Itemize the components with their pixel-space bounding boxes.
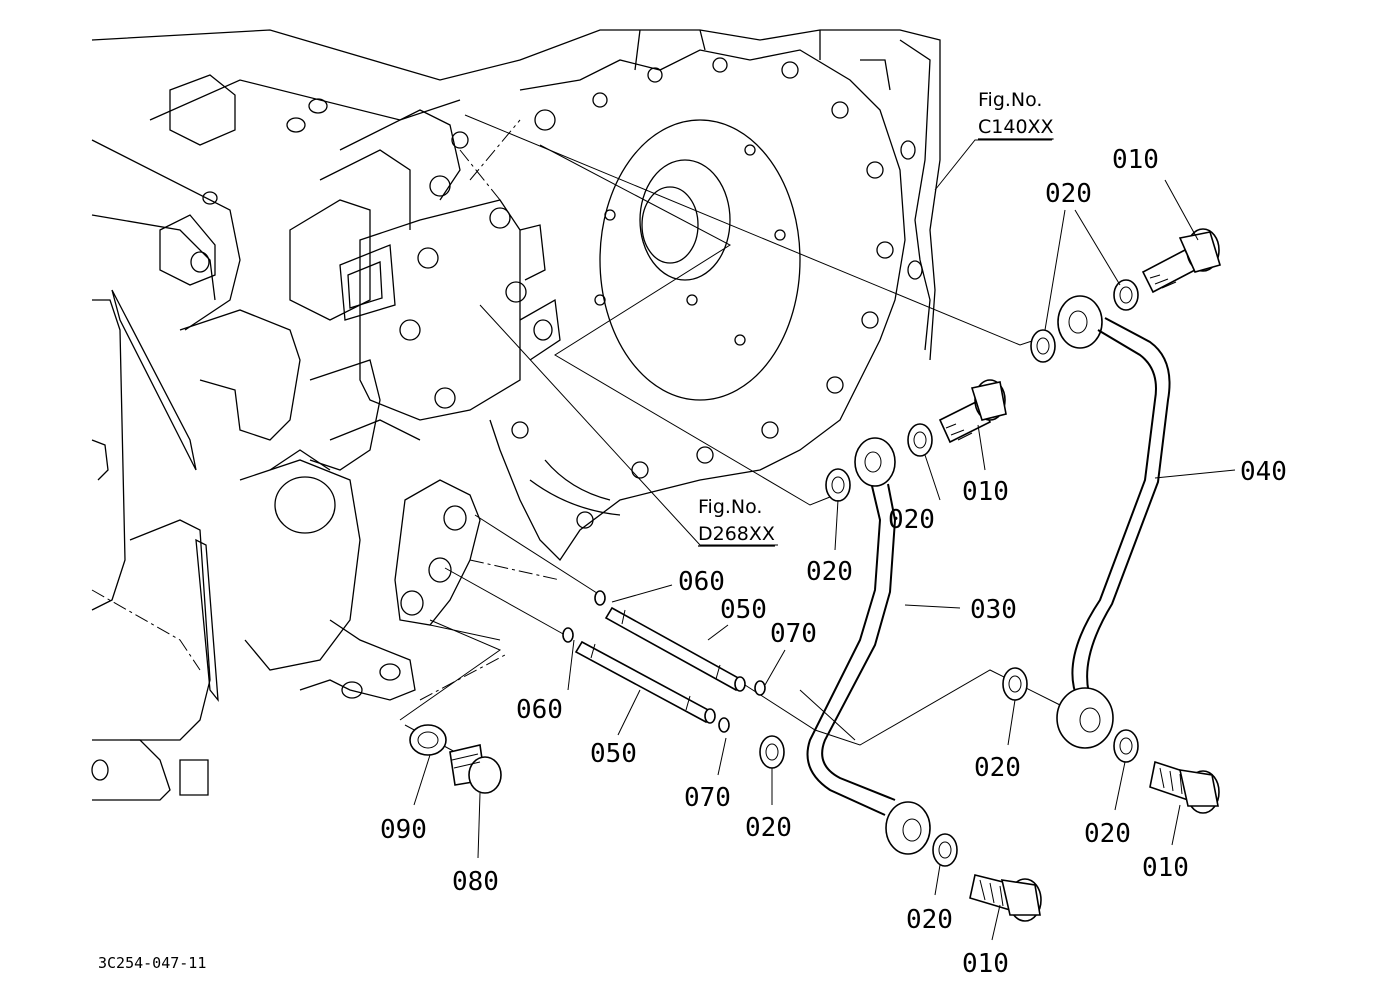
banjo-bolt-010-a bbox=[1141, 228, 1222, 294]
washer-020-c bbox=[907, 423, 933, 457]
callout-010-d[interactable]: 010 bbox=[1142, 853, 1189, 883]
figure-ref-d268-line1: Fig.No. bbox=[698, 496, 762, 518]
o-ring-060-a bbox=[594, 590, 606, 606]
parts bbox=[409, 228, 1222, 922]
callout-020-c[interactable]: 020 bbox=[806, 557, 853, 587]
drawing-code: 3C254-047-11 bbox=[98, 954, 206, 972]
washer-020-e bbox=[932, 833, 958, 867]
callout-010-b[interactable]: 010 bbox=[962, 477, 1009, 507]
o-ring-070-a bbox=[754, 680, 766, 696]
callout-060-a[interactable]: 060 bbox=[678, 567, 725, 597]
engine-housing bbox=[91, 29, 941, 801]
washer-020-a bbox=[1113, 279, 1139, 311]
o-ring-060-b bbox=[562, 627, 574, 643]
callout-050-a[interactable]: 050 bbox=[720, 595, 767, 625]
figure-ref-c140[interactable]: Fig.No. C140XX bbox=[978, 89, 1054, 140]
callout-020-g[interactable]: 020 bbox=[1084, 819, 1131, 849]
washer-020-g bbox=[1113, 729, 1139, 763]
plug-080 bbox=[449, 744, 502, 794]
callout-030[interactable]: 030 bbox=[970, 595, 1017, 625]
banjo-bolt-010-b bbox=[938, 379, 1007, 444]
gasket-090 bbox=[409, 724, 447, 756]
figure-ref-c140-line1: Fig.No. bbox=[978, 89, 1042, 111]
callout-090[interactable]: 090 bbox=[380, 815, 427, 845]
banjo-bolt-010-c bbox=[969, 874, 1042, 922]
callout-050-b[interactable]: 050 bbox=[590, 739, 637, 769]
washer-020-d bbox=[825, 468, 851, 502]
oil-pipe-040 bbox=[1056, 295, 1171, 749]
callout-060-b[interactable]: 060 bbox=[516, 695, 563, 725]
figure-ref-c140-line2: C140XX bbox=[978, 116, 1054, 138]
washer-020-h bbox=[759, 735, 785, 769]
callout-020-d[interactable]: 020 bbox=[745, 813, 792, 843]
callout-010-a[interactable]: 010 bbox=[1112, 145, 1159, 175]
callout-010-c[interactable]: 010 bbox=[962, 949, 1009, 979]
figure-ref-d268[interactable]: Fig.No. D268XX bbox=[698, 496, 775, 547]
callout-leaders bbox=[413, 179, 1236, 941]
callout-020-f[interactable]: 020 bbox=[906, 905, 953, 935]
callout-080[interactable]: 080 bbox=[452, 867, 499, 897]
oil-pipe-030 bbox=[806, 437, 931, 855]
callout-040[interactable]: 040 bbox=[1240, 457, 1287, 487]
figure-ref-d268-line2: D268XX bbox=[698, 523, 775, 545]
callout-070-b[interactable]: 070 bbox=[684, 783, 731, 813]
callout-020-e[interactable]: 020 bbox=[974, 753, 1021, 783]
banjo-bolt-010-d bbox=[1149, 760, 1220, 814]
callout-020-a[interactable]: 020 bbox=[1045, 179, 1092, 209]
o-ring-070-b bbox=[718, 717, 730, 733]
pipe-050-a bbox=[604, 606, 746, 692]
callout-070-a[interactable]: 070 bbox=[770, 619, 817, 649]
washer-020-b bbox=[1030, 329, 1056, 363]
callout-020-b[interactable]: 020 bbox=[888, 505, 935, 535]
washer-020-f bbox=[1002, 667, 1028, 701]
callout-labels: 010 020 010 020 020 040 030 060 050 070 … bbox=[380, 145, 1287, 979]
pipe-050-b bbox=[574, 640, 716, 724]
